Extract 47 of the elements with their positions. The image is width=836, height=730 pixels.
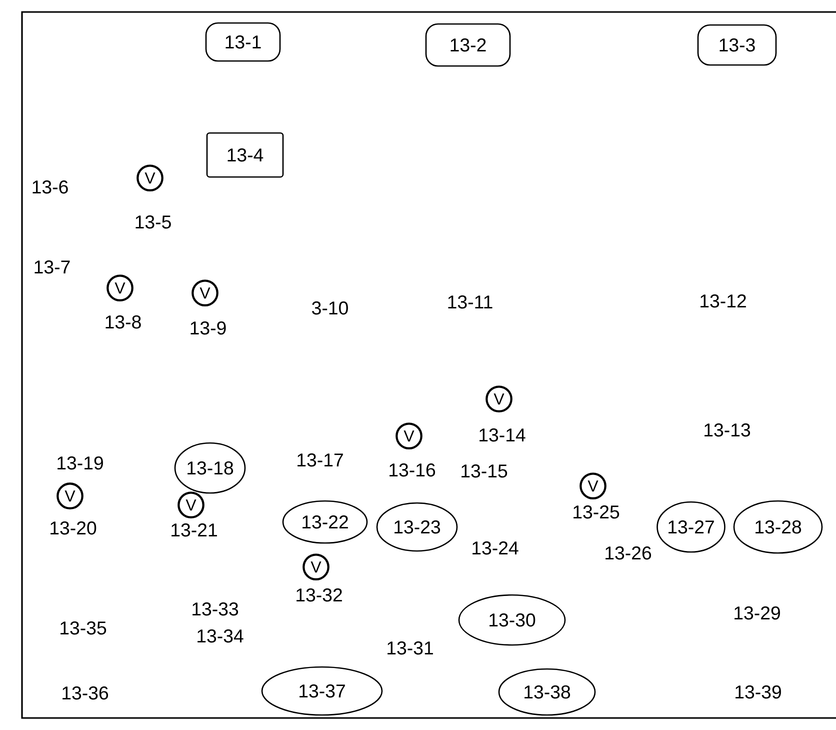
number-label: 13-17 — [298, 453, 343, 467]
number-label: 13-24 — [472, 541, 518, 555]
number-label: 13-15 — [462, 464, 508, 478]
circled-number: 13-28 — [733, 500, 823, 554]
number-label: 13-32 — [296, 588, 342, 602]
number-label: 13-13 — [704, 423, 750, 437]
v-mark: V — [396, 422, 422, 450]
number-label: 13-12 — [700, 294, 746, 308]
circled-number: 13-30 — [458, 594, 566, 646]
number-label: 13-6 — [32, 180, 68, 194]
circled-number: 13-22 — [282, 500, 368, 544]
number-label: 13-8 — [106, 315, 141, 329]
circled-number: 13-23 — [376, 502, 458, 552]
number-label: 13-25 — [574, 505, 620, 519]
number-label: 3-10 — [312, 301, 348, 315]
number-label: 13-9 — [190, 321, 226, 335]
v-mark: V — [56, 482, 84, 510]
rounded-box: 13-2 — [425, 23, 511, 67]
v-mark: V — [136, 164, 164, 192]
circled-number: 13-38 — [498, 668, 596, 716]
number-label: 13-39 — [736, 685, 781, 699]
number-label: 13-26 — [606, 546, 652, 560]
v-mark: V — [192, 280, 218, 306]
number-label: 13-16 — [390, 463, 436, 477]
circled-number: 13-37 — [261, 666, 383, 716]
circled-number: 13-27 — [656, 501, 726, 553]
rounded-box: 13-1 — [205, 22, 281, 62]
number-label: 13-11 — [448, 295, 492, 309]
number-label: 13-31 — [388, 641, 433, 655]
number-label: 13-29 — [734, 606, 780, 620]
number-label: 13-14 — [480, 428, 526, 442]
v-mark: V — [580, 472, 606, 500]
v-mark: V — [302, 554, 330, 580]
v-mark: V — [178, 492, 204, 518]
number-label: 13-20 — [50, 521, 96, 535]
rounded-box: 13-3 — [697, 24, 777, 66]
number-label: 13-36 — [62, 686, 108, 700]
number-label: 13-34 — [198, 629, 244, 643]
number-label: 13-7 — [34, 260, 70, 274]
v-mark: V — [486, 386, 512, 412]
circled-number: 13-18 — [174, 442, 246, 494]
number-label: 13-5 — [136, 215, 171, 229]
text-box: 13-4 — [206, 132, 284, 178]
number-label: 13-35 — [60, 621, 106, 635]
number-label: 13-33 — [192, 602, 238, 616]
number-label: 13-21 — [172, 523, 217, 537]
v-mark: V — [106, 274, 134, 302]
